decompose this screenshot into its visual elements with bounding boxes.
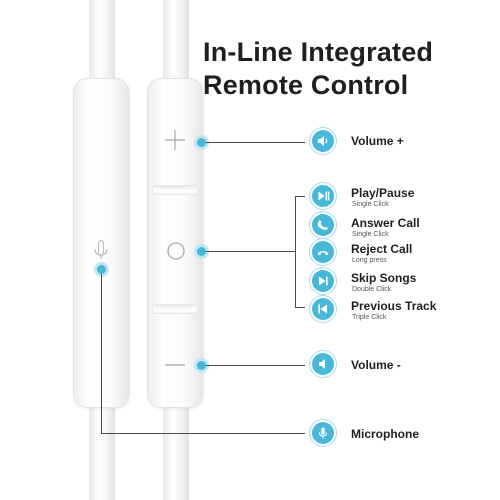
page-title: In-Line Integrated Remote Control (203, 36, 433, 102)
label-volume-down: Volume - (351, 358, 401, 372)
volume-down-point (197, 361, 206, 370)
volume-down-icon (312, 353, 334, 375)
note-previous-track: Triple Click (352, 314, 387, 321)
cable-right-top (163, 0, 189, 80)
label-reject-call: Reject Call (351, 242, 413, 256)
label-microphone: Microphone (351, 427, 419, 441)
label-volume-up: Volume + (351, 134, 404, 148)
label-answer-call: Answer Call (351, 216, 420, 230)
title-line-1: In-Line Integrated (203, 37, 434, 67)
button-groove-bottom (152, 304, 198, 314)
microphone-connector-horizontal (101, 433, 305, 434)
volume-up-button[interactable] (164, 129, 186, 151)
volume-down-connector (206, 365, 305, 366)
button-groove-top (152, 185, 198, 195)
previous-icon (312, 298, 334, 320)
cable-right-bottom (163, 400, 189, 500)
cable-left-top (89, 0, 115, 80)
center-button-point (197, 247, 206, 256)
note-reject-call: Long press (352, 257, 387, 264)
volume-up-icon (312, 130, 334, 152)
microphone-connector-vertical (101, 274, 102, 433)
microphone-point (97, 265, 106, 274)
phone-answer-icon (312, 214, 334, 236)
label-play-pause: Play/Pause (351, 186, 415, 200)
center-button[interactable] (166, 241, 186, 261)
note-play-pause: Single Click (352, 201, 389, 208)
play-pause-icon (312, 185, 334, 207)
cable-left-bottom (89, 400, 115, 500)
skip-icon (312, 270, 334, 292)
bracket-top-tick (295, 196, 305, 197)
note-skip-songs: Double Click (352, 286, 392, 293)
label-skip-songs: Skip Songs (351, 271, 417, 285)
note-answer-call: Single Click (352, 231, 389, 238)
button-remote (147, 78, 203, 408)
phone-reject-icon (312, 241, 334, 263)
bracket-vertical (295, 196, 296, 308)
microphone-stand-mark (94, 248, 108, 259)
volume-up-point (197, 138, 206, 147)
label-previous-track: Previous Track (351, 299, 437, 313)
volume-up-connector (206, 142, 305, 143)
center-connector (206, 251, 295, 252)
microphone-icon (312, 422, 334, 444)
title-line-2: Remote Control (203, 70, 409, 100)
volume-down-button[interactable] (164, 363, 186, 367)
bracket-bottom-tick (295, 307, 305, 308)
